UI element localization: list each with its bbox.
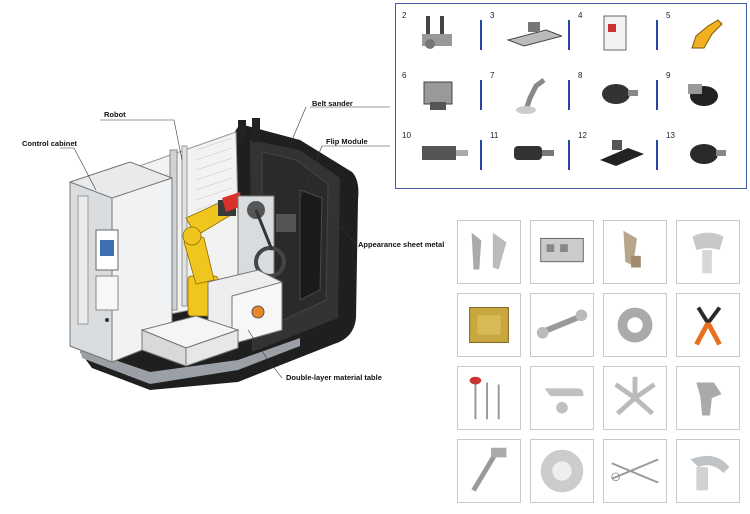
hammer-icon — [457, 439, 521, 503]
module-number: 10 — [402, 131, 411, 140]
bracket-parts-icon — [457, 220, 521, 284]
module-divider — [568, 140, 570, 170]
module-divider — [656, 80, 658, 110]
module-number: 13 — [666, 131, 675, 140]
module-divider — [480, 80, 482, 110]
engine-cover-icon — [530, 220, 594, 284]
floor-socket-cover-icon — [457, 293, 521, 357]
module-divider — [656, 140, 658, 170]
flip-gripper-icon — [418, 72, 474, 119]
valve-fitting-icon — [603, 220, 667, 284]
wrench-icon — [530, 293, 594, 357]
module-cell: 4 — [572, 4, 660, 60]
module-divider — [568, 80, 570, 110]
module-number: 11 — [490, 131, 499, 140]
robot-arm-icon — [682, 12, 738, 59]
gear-hub-icon — [603, 293, 667, 357]
module-number: 5 — [666, 11, 671, 20]
electric-spindle-icon — [418, 132, 474, 179]
door-handle-icon — [530, 366, 594, 430]
golf-club-heads-icon — [457, 366, 521, 430]
knee-implant-icon — [676, 220, 740, 284]
module-cell: 10 — [396, 124, 484, 180]
module-number: 4 — [578, 11, 583, 20]
module-cell: 5 — [660, 4, 748, 60]
module-number: 6 — [402, 71, 407, 80]
faucet-spout-icon — [676, 439, 740, 503]
callout-material-table: Double-layer material table — [286, 373, 382, 382]
faucet-body-icon — [676, 366, 740, 430]
workbench-fixture-icon — [506, 12, 564, 59]
module-cell: 11 — [484, 124, 572, 180]
module-number: 7 — [490, 71, 495, 80]
module-cell: 2 — [396, 4, 484, 60]
module-cell: 9 — [660, 64, 748, 120]
polishing-head-icon — [682, 132, 738, 179]
callout-control-cabinet: Control cabinet — [22, 139, 78, 148]
module-number: 3 — [490, 11, 495, 20]
control-box-icon — [594, 12, 650, 59]
module-divider — [480, 140, 482, 170]
surgical-scissors-icon — [603, 439, 667, 503]
module-divider — [568, 20, 570, 50]
optional-modules-panel: 2 3 4 5 6 7 8 9 10 11 12 13 — [395, 3, 747, 189]
module-number: 9 — [666, 71, 671, 80]
module-number: 12 — [578, 131, 587, 140]
module-cell: 12 — [572, 124, 660, 180]
workstation-illustration — [60, 106, 390, 390]
angle-grinder-icon — [594, 132, 650, 179]
wheel-rim-icon — [530, 439, 594, 503]
module-cell: 8 — [572, 64, 660, 120]
motor-spindle-icon — [594, 72, 650, 119]
module-cell: 6 — [396, 64, 484, 120]
gripper-tool-icon — [418, 12, 474, 59]
pliers-icon — [676, 293, 740, 357]
servo-motor-icon — [682, 72, 738, 119]
pneumatic-spindle-icon — [506, 132, 562, 179]
module-divider — [656, 20, 658, 50]
chair-base-icon — [603, 366, 667, 430]
module-cell: 13 — [660, 124, 748, 180]
module-number: 2 — [402, 11, 407, 20]
callout-robot: Robot — [104, 110, 126, 119]
material-table — [140, 315, 240, 367]
callout-flip-module: Flip Module — [326, 137, 368, 146]
collaborative-robot-icon — [506, 72, 562, 119]
module-number: 8 — [578, 71, 583, 80]
module-cell: 3 — [484, 4, 572, 60]
belt-sander — [237, 195, 296, 289]
module-divider — [480, 20, 482, 50]
callout-belt-sander: Belt sander — [312, 99, 353, 108]
callout-appearance-sheet-metal: Appearance sheet metal — [358, 240, 445, 249]
module-cell: 7 — [484, 64, 572, 120]
